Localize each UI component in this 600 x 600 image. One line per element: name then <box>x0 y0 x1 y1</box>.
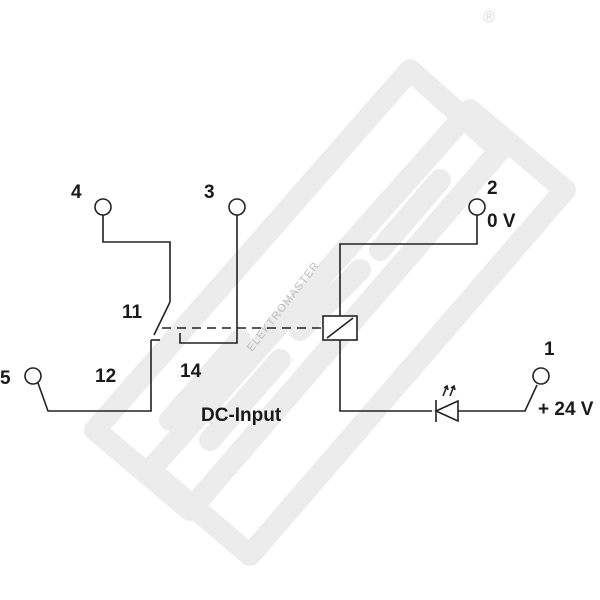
contact-12-label: 12 <box>95 366 116 387</box>
terminal-4-label: 4 <box>71 182 82 203</box>
zero-volt-label: 0 V <box>487 211 516 232</box>
wire-coil-to-led <box>339 340 432 412</box>
wire-terminal-2 <box>339 215 478 316</box>
terminal-5 <box>24 367 42 385</box>
terminal-4 <box>94 198 112 216</box>
contact-14-label: 14 <box>180 361 202 382</box>
terminal-1 <box>532 367 550 385</box>
relay-coil-diagonal <box>326 317 354 339</box>
dc-input-label: DC-Input <box>201 405 282 426</box>
terminal-3-label: 3 <box>204 182 215 203</box>
wire-terminal-3 <box>179 215 238 344</box>
terminal-3 <box>228 198 246 216</box>
contact-11-label: 11 <box>122 302 143 323</box>
terminal-1-label: 1 <box>544 339 555 360</box>
wire-led-to-terminal-1 <box>458 384 538 412</box>
watermark-logo: ® <box>84 9 576 566</box>
wire-terminal-5 <box>37 340 152 412</box>
terminal-2 <box>468 198 486 216</box>
registered-mark: ® <box>483 9 495 26</box>
terminal-5-label: 5 <box>0 368 11 389</box>
plus-24v-label: + 24 V <box>538 399 594 420</box>
contact-blade <box>153 301 171 336</box>
terminal-2-label: 2 <box>487 178 498 199</box>
led-icon <box>434 384 459 423</box>
wire-terminal-4 <box>102 215 171 302</box>
